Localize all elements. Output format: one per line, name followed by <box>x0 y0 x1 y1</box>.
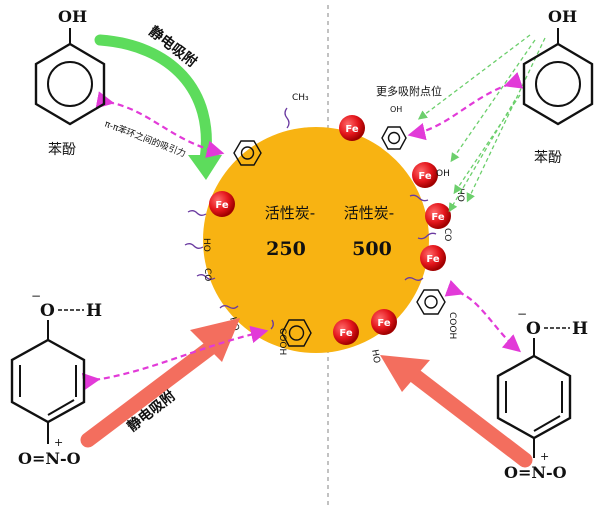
more-sites-label: 更多吸附点位 <box>376 84 442 98</box>
ho-label-bottom-right: HO <box>369 349 381 364</box>
phenol-name-left: 苯酚 <box>48 141 76 158</box>
fe-sphere <box>425 203 451 229</box>
phenol-oh-left: OH <box>58 7 87 26</box>
nitro-group-left: O=N-O <box>18 449 81 468</box>
charge-minus-right: − <box>517 307 527 321</box>
fe-sphere <box>412 162 438 188</box>
co-label-right: CO <box>442 228 452 241</box>
nitrophenol-left-arrow <box>81 325 269 391</box>
phenol-oh-right: OH <box>548 7 577 26</box>
pi-pi-label: π-π苯环之间的吸引力 <box>103 118 188 160</box>
carbon-number-right: 500 <box>352 238 392 260</box>
ho-label: HO <box>201 238 211 252</box>
fe-sphere <box>339 115 365 141</box>
fe-sites: Fe Fe Fe Fe Fe Fe Fe <box>209 115 451 345</box>
cooh-label-right: COOH <box>447 312 457 339</box>
phenol-right-arrow <box>407 72 524 141</box>
carbon-label-right: 活性炭- <box>344 204 394 222</box>
fe-sphere <box>371 309 397 335</box>
electrostatic-arrow-bottom-right <box>402 364 533 468</box>
charge-plus-left: + <box>54 436 63 449</box>
phenol-left: OH 苯酚 <box>34 7 106 158</box>
ho-label-right: HO <box>455 188 465 202</box>
h-right: H <box>572 319 588 339</box>
cooh-label-left: COOH <box>277 328 287 355</box>
electrostatic-arrow-bottom-left <box>80 334 226 448</box>
fe-sphere <box>209 191 235 217</box>
nitrophenol-right: − O H + O=N-O <box>496 307 588 482</box>
nitro-group-right: O=N-O <box>504 463 567 482</box>
fe-label: Fe <box>377 318 390 329</box>
ch3-label: CH₃ <box>292 93 309 103</box>
o-minus-right: O <box>526 319 541 339</box>
nitrophenol-left: − O H + O=N-O <box>10 289 102 468</box>
surface-bonds <box>184 107 437 330</box>
more-sites-lines <box>417 34 546 213</box>
small-oh-label: OH <box>390 105 402 114</box>
oh-label-right: OH <box>436 169 450 179</box>
fe-label: Fe <box>431 212 444 223</box>
phenol-right: OH 苯酚 <box>522 7 594 166</box>
nitrophenol-right-arrow <box>444 279 522 353</box>
activated-carbon-particle <box>203 127 429 353</box>
carbon-label-left: 活性炭- <box>265 204 315 222</box>
pi-pi-arrow <box>95 91 225 158</box>
fe-sphere <box>333 319 359 345</box>
phenol-name-right: 苯酚 <box>534 149 562 166</box>
carbon-number-left: 250 <box>266 238 306 260</box>
fe-sphere <box>420 245 446 271</box>
o-minus-left: O <box>40 301 55 321</box>
charge-minus-left: − <box>31 289 41 303</box>
fe-label: Fe <box>345 124 358 135</box>
h-left: H <box>86 301 102 321</box>
co-label: CO <box>202 268 212 281</box>
charge-plus-right: + <box>540 450 549 463</box>
fe-label: Fe <box>215 200 228 211</box>
fe-label: Fe <box>426 254 439 265</box>
surface-rings <box>233 126 446 347</box>
fe-label: Fe <box>418 171 431 182</box>
fe-label: Fe <box>339 328 352 339</box>
